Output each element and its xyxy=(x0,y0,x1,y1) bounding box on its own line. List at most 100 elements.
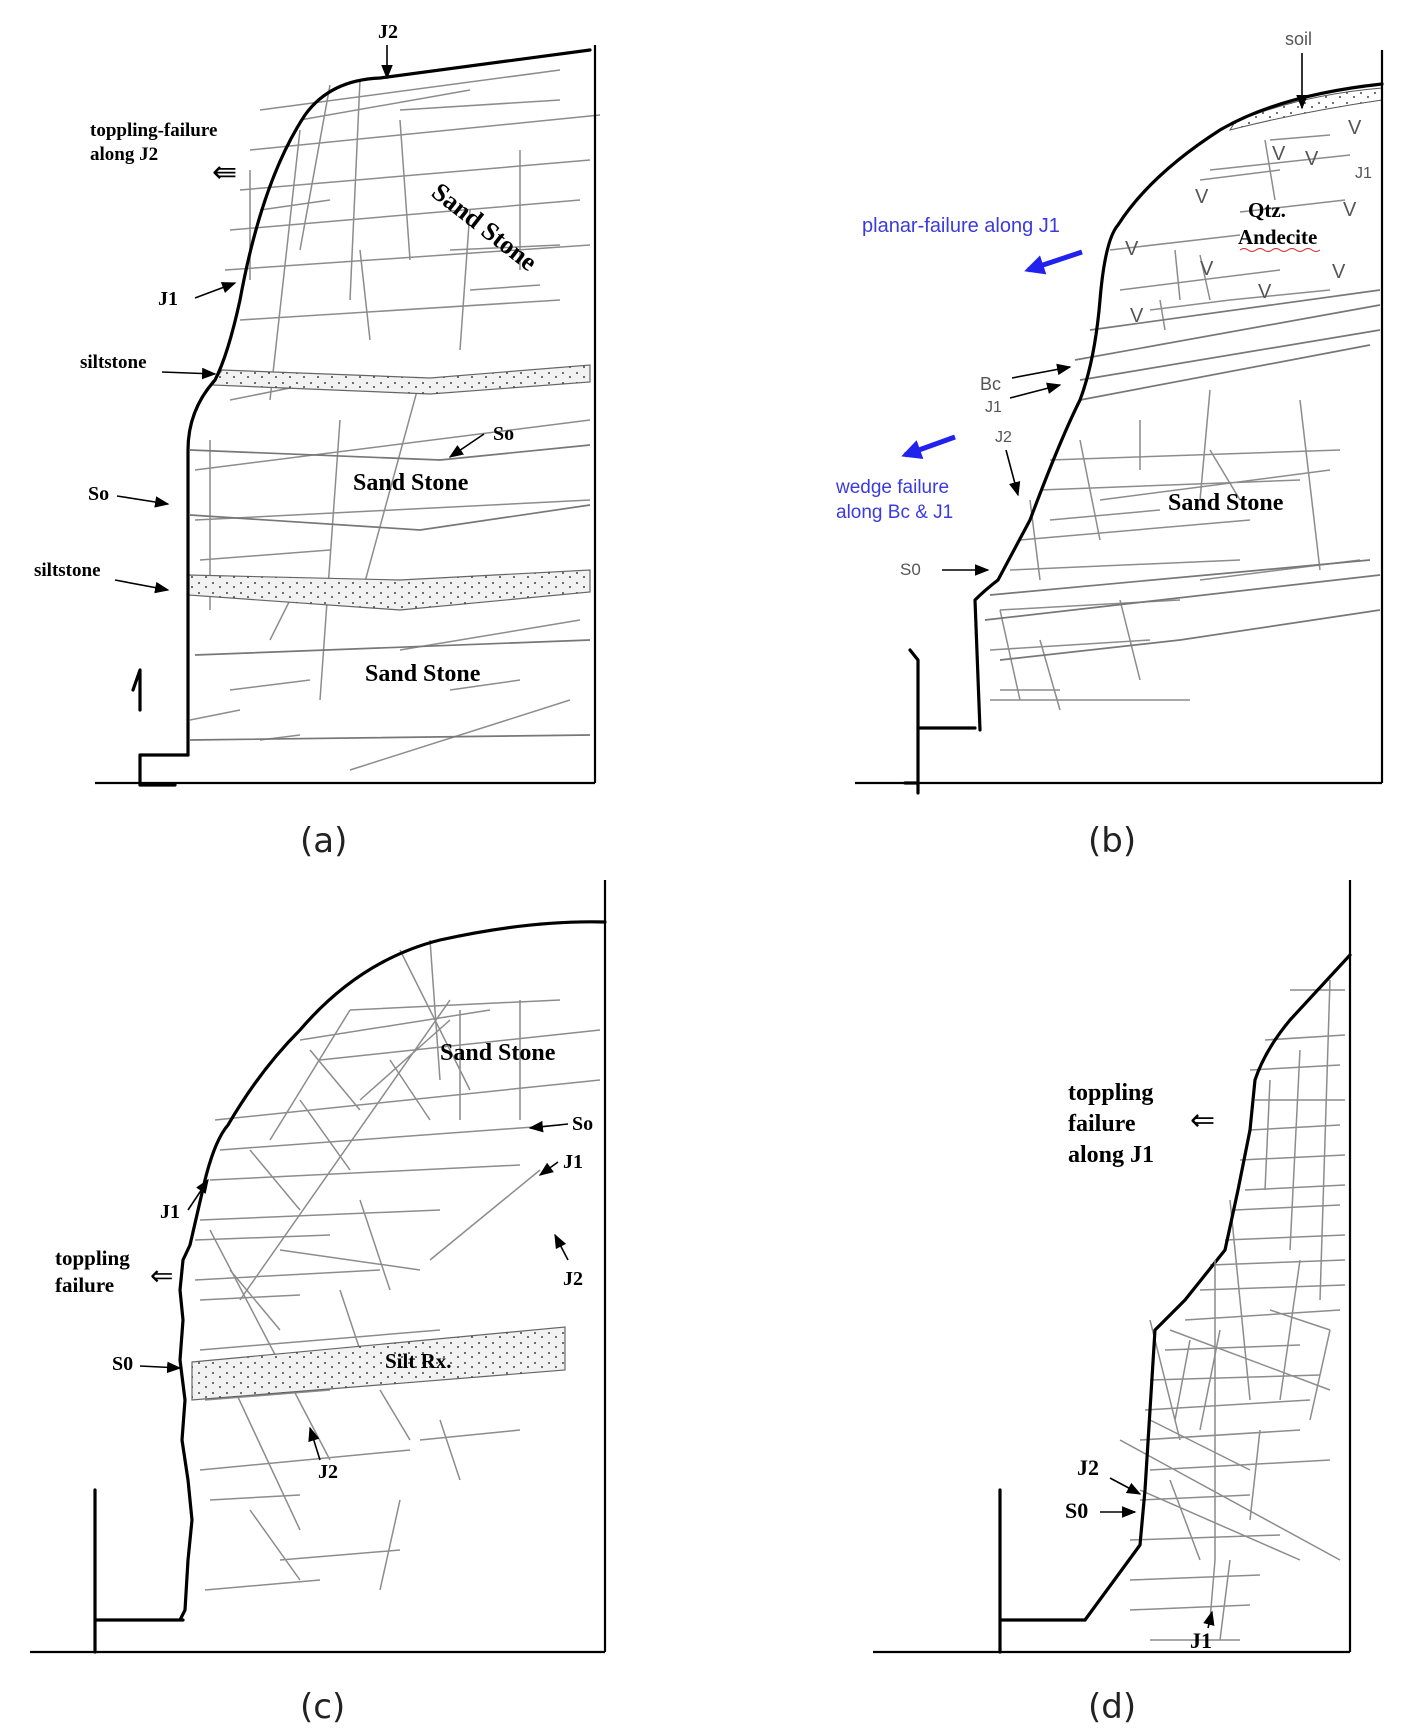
panel-c-label-silt: Silt Rx. xyxy=(385,1349,452,1373)
panel-b-label-wedge-1: wedge failure xyxy=(835,477,949,498)
panel-a-label-sand-stone-lower: Sand Stone xyxy=(365,661,481,687)
panel-a-label-j1: J1 xyxy=(158,288,178,310)
panel-b-rock-label-1: Qtz. xyxy=(1248,198,1286,222)
panel-a-arrow-j1 xyxy=(194,282,237,299)
panel-a-label-toppling: toppling-failure xyxy=(90,120,217,141)
panel-c-caption: (c) xyxy=(300,1687,345,1727)
panel-c-arrow-j1-right xyxy=(538,1161,559,1176)
panel-d-slope-outline xyxy=(1083,953,1352,1622)
panel-a-caption: (a) xyxy=(300,821,347,861)
panel-a-label-siltstone-lower: siltstone xyxy=(34,560,101,581)
panel-b-label-j2: J2 xyxy=(995,429,1012,446)
panel-c-arrow-j2-bottom xyxy=(308,1426,321,1461)
panel-a-label-so-left: So xyxy=(88,483,109,505)
panel-b-v-mark: V xyxy=(1348,117,1362,139)
panel-d-j1-joint xyxy=(1209,1260,1216,1621)
panel-c-label-toppling-2: failure xyxy=(55,1273,114,1297)
panel-c: Sand Stone So J1 J1 toppling failure ⇐ J… xyxy=(30,880,607,1727)
panel-d-joints xyxy=(1119,979,1346,1641)
panel-a-slope-outline xyxy=(186,48,592,757)
panel-c-label-s0: S0 xyxy=(112,1353,133,1375)
panel-c-toe-structure xyxy=(93,1488,185,1654)
panel-d-label-j1: J1 xyxy=(1190,1628,1212,1653)
blue-arrow-icon xyxy=(901,434,956,459)
panel-d-caption: (d) xyxy=(1088,1687,1136,1727)
panel-c-label-sand-stone: Sand Stone xyxy=(440,1040,556,1066)
double-arrow-left-icon: ⇐ xyxy=(1190,1104,1215,1137)
panel-c-arrow-j2-right xyxy=(554,1233,569,1261)
panel-d-annotations: toppling failure along J1 ⇐ J2 S0 J1 xyxy=(1065,1080,1215,1653)
panel-d-label-toppling-1: toppling xyxy=(1068,1080,1153,1106)
panel-a-arrow-siltstone-lower xyxy=(114,579,170,594)
panel-a-siltstone-lower-dots xyxy=(188,570,590,610)
panel-c-label-j2-bottom: J2 xyxy=(318,1461,338,1483)
panel-b-arrow-bc xyxy=(1011,363,1072,379)
panel-d-label-s0: S0 xyxy=(1065,1498,1088,1523)
panel-a-joints xyxy=(189,69,601,771)
panel-a-label-sand-stone-middle: Sand Stone xyxy=(353,470,469,496)
panel-d-label-j2: J2 xyxy=(1077,1455,1099,1480)
panel-b-arrow-j1-lower xyxy=(1009,382,1062,399)
panel-b-v-mark: V xyxy=(1332,261,1346,283)
panel-c-slope-outline xyxy=(178,920,607,1622)
panel-b-rock-label-2: Andecite xyxy=(1238,225,1317,249)
panel-c-label-j1-left: J1 xyxy=(160,1201,180,1223)
panel-d: toppling failure along J1 ⇐ J2 S0 J1 (d) xyxy=(873,880,1352,1727)
panel-c-arrow-j1-left xyxy=(187,1178,209,1211)
panel-b: soil V V V J1 V V V V V V V Qtz. Andecit… xyxy=(835,29,1384,861)
panel-a-label-so-right: So xyxy=(493,423,514,445)
panel-b-annotations: soil V V V J1 V V V V V V V Qtz. Andecit… xyxy=(835,29,1372,579)
panel-b-label-s0: S0 xyxy=(900,560,921,579)
panel-c-silt-band-dots xyxy=(192,1327,565,1400)
panel-b-frame xyxy=(855,50,1384,785)
panel-b-label-j1-lower: J1 xyxy=(985,399,1002,416)
panel-a-arrow-so-left xyxy=(116,495,170,508)
panel-a-label-j2-top: J2 xyxy=(378,21,398,43)
panel-b-joints xyxy=(984,134,1381,711)
panel-a-label-sand-stone-upper: Sand Stone xyxy=(426,177,542,277)
panel-c-arrow-s0 xyxy=(139,1361,182,1374)
panel-c-frame xyxy=(30,880,607,1654)
panel-c-label-j2-right: J2 xyxy=(563,1268,583,1290)
panel-c-arrow-so xyxy=(528,1120,569,1133)
panel-a-arrow-siltstone-upper xyxy=(161,367,217,380)
panel-b-label-bc: Bc xyxy=(980,374,1001,394)
panel-a-toe-structure xyxy=(131,668,190,787)
panel-b-rock-label-underline xyxy=(1239,248,1321,252)
panel-b-v-mark: V xyxy=(1200,258,1214,280)
panel-c-label-toppling-1: toppling xyxy=(55,1246,130,1270)
panel-b-caption: (b) xyxy=(1088,821,1136,861)
double-arrow-left-icon: ⇐ xyxy=(150,1261,173,1292)
panel-a-frame xyxy=(95,45,597,785)
panel-d-label-toppling-2: failure xyxy=(1068,1111,1136,1137)
panel-b-v-mark: V xyxy=(1343,199,1357,221)
panel-c-label-so: So xyxy=(572,1113,593,1135)
panel-a-arrow-so-right xyxy=(448,433,485,458)
panel-b-v-mark: V xyxy=(1130,305,1144,327)
panel-b-v-mark: V xyxy=(1258,281,1272,303)
panel-b-arrow-j2 xyxy=(1005,449,1021,497)
panel-b-v-mark: V xyxy=(1125,238,1139,260)
panel-b-label-j1-upper: J1 xyxy=(1355,165,1372,182)
panel-b-v-mark: V xyxy=(1305,148,1319,170)
panel-b-label-planar-failure: planar-failure along J1 xyxy=(862,215,1060,237)
double-arrow-left-icon: ⇚ xyxy=(212,156,237,189)
panel-b-label-soil: soil xyxy=(1285,29,1312,49)
panel-b-label-sand-stone: Sand Stone xyxy=(1168,490,1284,516)
panel-d-arrow-j1 xyxy=(1203,1610,1215,1629)
panel-c-annotations: Sand Stone So J1 J1 toppling failure ⇐ J… xyxy=(55,1040,593,1483)
panel-a-label-toppling-along: along J2 xyxy=(90,144,158,165)
panel-b-v-mark: V xyxy=(1272,143,1286,165)
panel-a: J2 toppling-failure along J2 ⇚ Sand Ston… xyxy=(34,21,601,861)
panel-d-toe-structure xyxy=(998,1488,1087,1654)
blue-arrow-icon xyxy=(1024,249,1083,275)
panel-a-label-siltstone-upper: siltstone xyxy=(80,352,147,373)
panel-d-label-toppling-3: along J1 xyxy=(1068,1142,1154,1168)
panel-d-frame xyxy=(873,880,1352,1654)
panel-d-arrow-j2 xyxy=(1109,1477,1142,1495)
panel-b-slope-outline xyxy=(973,82,1384,732)
panel-c-joints xyxy=(194,939,601,1591)
panel-c-label-j1-right: J1 xyxy=(563,1151,583,1173)
panel-a-siltstone-upper-dots xyxy=(212,365,590,394)
